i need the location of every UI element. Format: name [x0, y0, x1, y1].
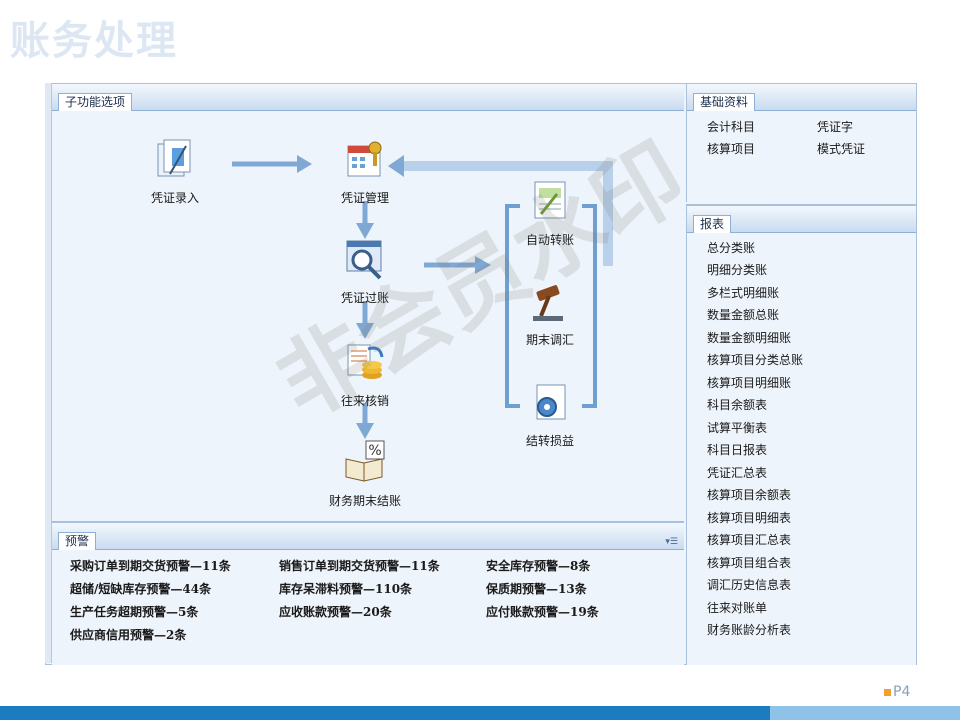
report-item[interactable]: 核算项目明细表 — [707, 511, 792, 525]
basic-item[interactable]: 核算项目 — [707, 142, 756, 156]
panel-header: 子功能选项 — [52, 84, 684, 111]
gavel-icon — [533, 285, 563, 321]
voucher-manage-icon — [347, 141, 382, 177]
node-label: 凭证管理 — [340, 191, 389, 205]
report-item[interactable]: 财务账龄分析表 — [707, 623, 792, 637]
group-bracket-left — [505, 204, 520, 408]
page-marker-icon — [884, 689, 891, 696]
writeoff-icon — [347, 344, 384, 379]
node-current-writeoff[interactable]: 往来核销 — [310, 339, 420, 409]
sub-function-panel: 子功能选项 — [52, 84, 684, 519]
arrow-head — [356, 223, 374, 239]
flow-arrows — [232, 155, 613, 439]
node-voucher-post[interactable]: 凭证过账 — [310, 236, 420, 306]
node-profit-transfer[interactable]: 结转损益 — [495, 379, 605, 449]
arrow-return-loop — [402, 161, 613, 266]
report-item[interactable]: 科目日报表 — [707, 443, 768, 457]
basic-item[interactable]: 模式凭证 — [817, 142, 866, 156]
node-period-close[interactable]: % 财务期末结账 — [310, 439, 420, 509]
arrow-head — [356, 423, 374, 439]
left-collapsed-panel[interactable] — [45, 83, 52, 663]
warning-item[interactable]: 保质期预警—13条 — [486, 582, 587, 596]
warning-item[interactable]: 生产任务超期预警—5条 — [70, 605, 199, 619]
slide-title: 账务处理 — [10, 18, 178, 64]
report-item[interactable]: 核算项目明细账 — [707, 376, 792, 390]
arrow-head — [388, 155, 404, 177]
warning-item[interactable]: 采购订单到期交货预警—11条 — [70, 559, 231, 573]
voucher-post-icon — [346, 240, 382, 280]
node-label: 期末调汇 — [525, 333, 574, 347]
arrow-head — [475, 256, 491, 274]
report-item[interactable]: 核算项目组合表 — [707, 556, 792, 570]
report-item[interactable]: 核算项目汇总表 — [707, 533, 792, 547]
node-voucher-entry[interactable]: 凭证录入 — [120, 136, 230, 206]
node-label: 结转损益 — [525, 434, 574, 448]
node-label: 凭证录入 — [150, 191, 199, 205]
report-item[interactable]: 调汇历史信息表 — [707, 578, 792, 592]
panel-header: 基础资料 — [687, 84, 916, 111]
gear-icon — [536, 384, 566, 420]
report-item[interactable]: 科目余额表 — [707, 398, 768, 412]
flow-area: 凭证录入 凭证管理 凭证过账 — [52, 111, 684, 519]
report-item[interactable]: 总分类账 — [707, 241, 756, 255]
panel-header: 报表 — [687, 206, 916, 233]
group-bracket-right — [582, 204, 597, 408]
warning-panel: 预警 ▾☰ 采购订单到期交货预警—11条 销售订单到期交货预警—11条 安全库存… — [52, 521, 684, 665]
node-auto-transfer[interactable]: 自动转账 — [495, 178, 605, 248]
period-close-icon: % — [345, 440, 385, 482]
node-voucher-manage[interactable]: 凭证管理 — [310, 136, 420, 206]
tab-reports[interactable]: 报表 — [693, 215, 732, 233]
tab-basic-info[interactable]: 基础资料 — [693, 93, 756, 111]
report-item[interactable]: 数量金额明细账 — [707, 331, 792, 345]
warning-item[interactable]: 应收账款预警—20条 — [279, 605, 392, 619]
footer-bar-accent — [770, 706, 960, 720]
report-item[interactable]: 核算项目分类总账 — [707, 353, 804, 367]
page-number-text: P4 — [893, 684, 911, 700]
tab-warnings[interactable]: 预警 — [58, 532, 97, 550]
tab-sub-functions[interactable]: 子功能选项 — [58, 93, 133, 111]
basic-item[interactable]: 凭证字 — [817, 120, 854, 134]
report-item[interactable]: 明细分类账 — [707, 263, 768, 277]
basic-item[interactable]: 会计科目 — [707, 120, 756, 134]
footer-bar — [0, 706, 960, 720]
warning-item[interactable]: 供应商信用预警—2条 — [70, 628, 187, 642]
node-label: 往来核销 — [340, 394, 389, 408]
arrow-head — [356, 323, 374, 339]
report-item[interactable]: 往来对账单 — [707, 601, 768, 615]
report-item[interactable]: 试算平衡表 — [707, 421, 768, 435]
report-item[interactable]: 核算项目余额表 — [707, 488, 792, 502]
node-label: 财务期末结账 — [328, 494, 401, 508]
report-item[interactable]: 凭证汇总表 — [707, 466, 768, 480]
auto-transfer-icon — [534, 181, 566, 219]
node-period-adjust[interactable]: 期末调汇 — [495, 278, 605, 348]
arrow-head — [297, 155, 312, 173]
node-label: 凭证过账 — [340, 291, 389, 305]
reports-panel: 报表 总分类账 明细分类账 多栏式明细账 数量金额总账 数量金额明细账 核算项目… — [686, 204, 916, 665]
warning-item[interactable]: 销售订单到期交货预警—11条 — [279, 559, 440, 573]
report-item[interactable]: 多栏式明细账 — [707, 286, 780, 300]
report-item[interactable]: 数量金额总账 — [707, 308, 780, 322]
svg-text:%: % — [368, 443, 381, 459]
voucher-entry-icon — [157, 139, 191, 177]
warning-item[interactable]: 库存呆滞料预警—110条 — [279, 582, 413, 596]
panel-menu-icon[interactable]: ▾☰ — [665, 537, 678, 547]
warning-item[interactable]: 应付账款预警—19条 — [486, 605, 599, 619]
node-label: 自动转账 — [525, 233, 574, 247]
warning-item[interactable]: 超储/短缺库存预警—44条 — [70, 582, 212, 596]
panel-header: 预警 ▾☰ — [52, 523, 684, 550]
page-number: P4 — [884, 684, 910, 700]
warning-item[interactable]: 安全库存预警—8条 — [486, 559, 591, 573]
basic-info-panel: 基础资料 会计科目 凭证字 核算项目 模式凭证 — [686, 84, 916, 202]
